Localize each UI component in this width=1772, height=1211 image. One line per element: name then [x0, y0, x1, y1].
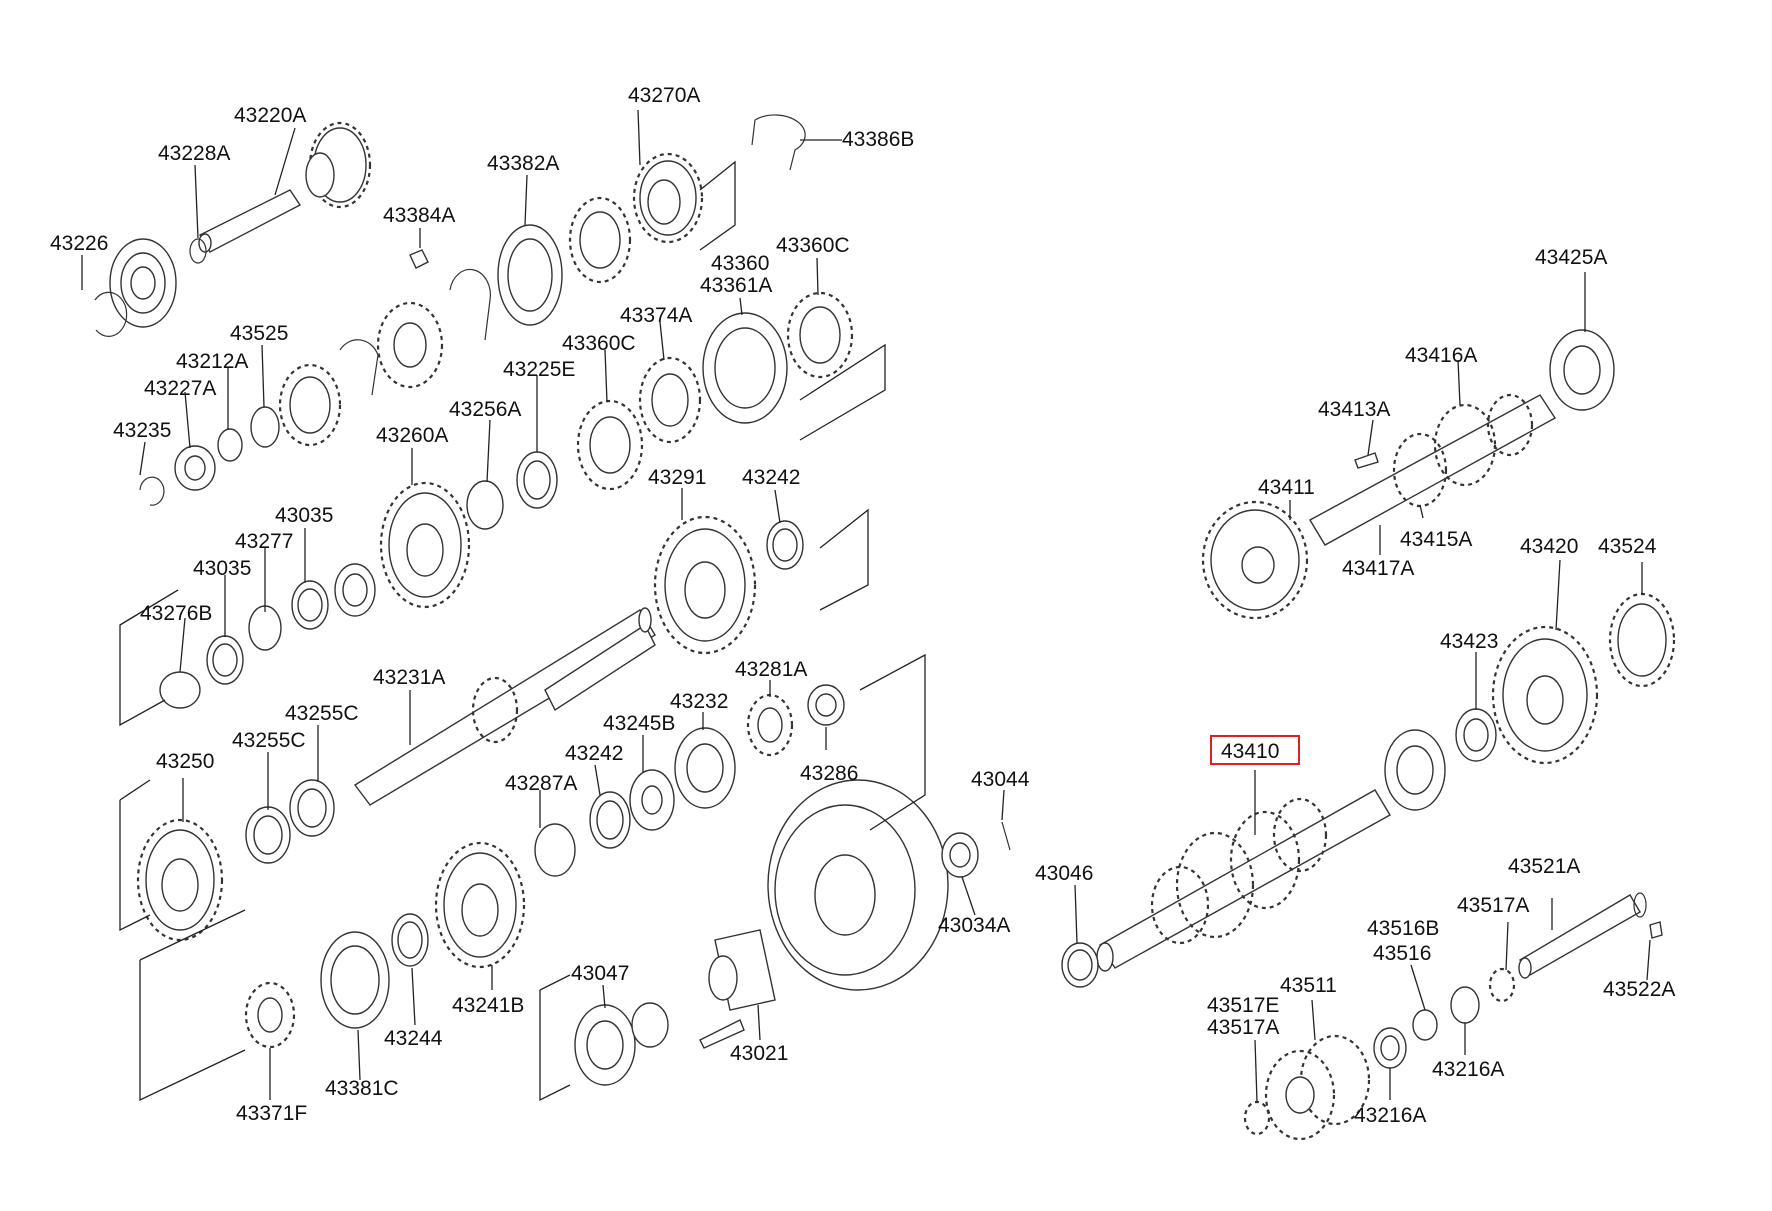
part-label[interactable]: 43416A: [1405, 344, 1477, 367]
part-label[interactable]: 43425A: [1535, 246, 1607, 269]
part-label[interactable]: 43035: [275, 504, 333, 527]
part-label[interactable]: 43386B: [842, 128, 914, 151]
part-label[interactable]: 43227A: [144, 377, 216, 400]
group-bracket-lines: [119, 160, 926, 1102]
part-label[interactable]: 43276B: [140, 602, 212, 625]
part-label[interactable]: 43281A: [735, 658, 807, 681]
part-label[interactable]: 43216A: [1354, 1104, 1426, 1127]
part-label[interactable]: 43420: [1520, 535, 1578, 558]
part-label[interactable]: 43516: [1373, 942, 1431, 965]
part-label[interactable]: 43225E: [503, 358, 575, 381]
part-label[interactable]: 43360C: [562, 332, 636, 355]
part-drawings: [94, 114, 1676, 1141]
part-label highlighted-part-label[interactable]: 43410: [1221, 740, 1279, 763]
part-label[interactable]: 43212A: [176, 350, 248, 373]
part-label[interactable]: 43260A: [376, 424, 448, 447]
part-label[interactable]: 43242: [565, 742, 623, 765]
part-label[interactable]: 43241B: [452, 994, 524, 1017]
part-label[interactable]: 43286: [800, 762, 858, 785]
part-label[interactable]: 43361A: [700, 274, 772, 297]
part-label[interactable]: 43250: [156, 750, 214, 773]
part-label[interactable]: 43411: [1258, 476, 1315, 499]
part-label[interactable]: 43384A: [383, 204, 455, 227]
input-shaft-drawing: [198, 121, 372, 253]
part-label[interactable]: 43517A: [1457, 894, 1529, 917]
leader-lines: [81, 109, 1651, 1103]
part-label[interactable]: 43382A: [487, 152, 559, 175]
part-label[interactable]: 43255C: [285, 702, 359, 725]
part-label[interactable]: 43277: [235, 530, 293, 553]
part-label[interactable]: 43423: [1440, 630, 1498, 653]
part-label[interactable]: 43232: [670, 690, 728, 713]
part-label[interactable]: 43381C: [325, 1077, 399, 1100]
part-label[interactable]: 43226: [50, 232, 108, 255]
part-label[interactable]: 43256A: [449, 398, 521, 421]
part-label[interactable]: 43413A: [1318, 398, 1390, 421]
part-label[interactable]: 43417A: [1342, 557, 1414, 580]
part-label[interactable]: 43517E: [1207, 994, 1279, 1017]
part-label[interactable]: 43231A: [373, 666, 445, 689]
part-label[interactable]: 43244: [384, 1027, 443, 1050]
part-label[interactable]: 43522A: [1603, 978, 1675, 1001]
part-label[interactable]: 43235: [113, 419, 171, 442]
part-label[interactable]: 43524: [1598, 535, 1657, 558]
part-label[interactable]: 43242: [742, 466, 800, 489]
part-label[interactable]: 43287A: [505, 772, 577, 795]
part-label[interactable]: 43228A: [158, 142, 230, 165]
part-label[interactable]: 43374A: [620, 304, 692, 327]
part-label[interactable]: 43046: [1035, 862, 1093, 885]
part-label[interactable]: 43517A: [1207, 1016, 1279, 1039]
part-label[interactable]: 43525: [230, 322, 288, 345]
part-label[interactable]: 43044: [971, 768, 1030, 791]
part-label[interactable]: 43034A: [938, 914, 1010, 937]
part-label[interactable]: 43415A: [1400, 528, 1472, 551]
part-label[interactable]: 43255C: [232, 729, 306, 752]
part-labels: 43220A 43228A 43226 43270A 43386B 43382A…: [50, 84, 1675, 1127]
part-label[interactable]: 43511: [1280, 974, 1337, 997]
part-label[interactable]: 43216A: [1432, 1058, 1504, 1081]
part-label[interactable]: 43360: [711, 252, 769, 275]
part-label[interactable]: 43291: [648, 466, 706, 489]
part-label[interactable]: 43021: [730, 1042, 788, 1065]
part-label[interactable]: 43516B: [1367, 917, 1439, 940]
part-label[interactable]: 43220A: [234, 104, 306, 127]
part-label[interactable]: 43245B: [603, 712, 675, 735]
part-label[interactable]: 43371F: [236, 1102, 307, 1125]
part-label[interactable]: 43360C: [776, 234, 850, 257]
part-label[interactable]: 43035: [193, 557, 251, 580]
highlight-box: [1210, 735, 1300, 765]
part-label[interactable]: 43270A: [628, 84, 700, 107]
part-label[interactable]: 43047: [571, 962, 629, 985]
part-label[interactable]: 43521A: [1508, 855, 1580, 878]
